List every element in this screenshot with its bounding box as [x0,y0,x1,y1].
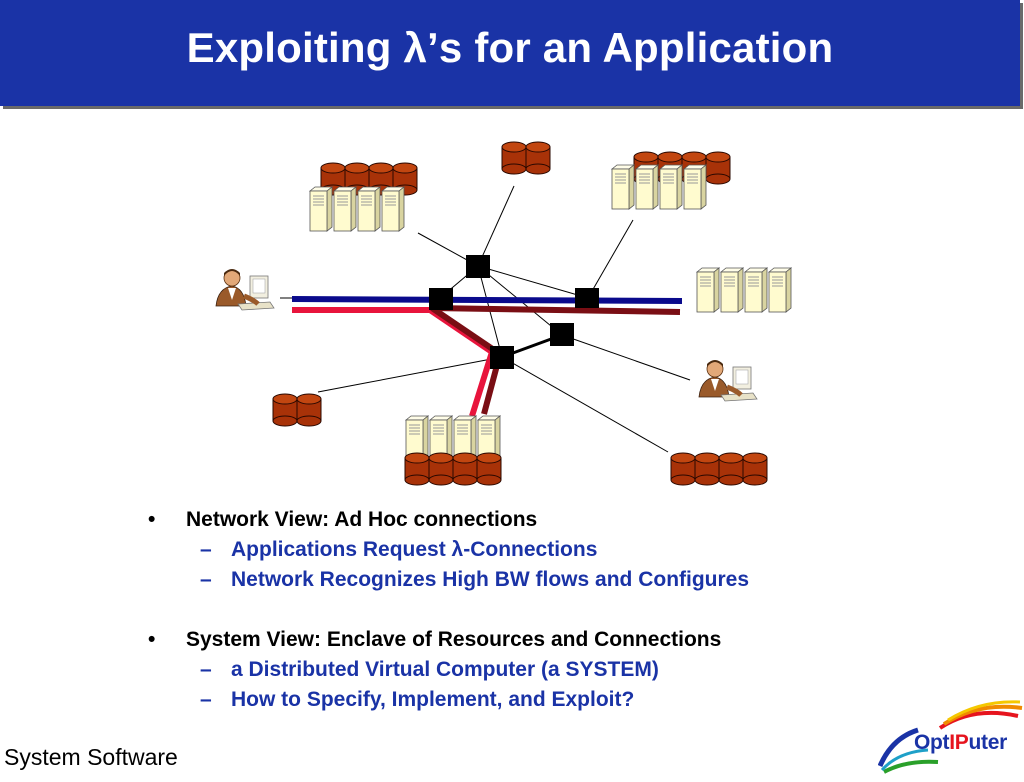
logo-text-uter: uter [968,731,1008,754]
sub-bullet-text: Network Recognizes High BW flows and Con… [231,568,750,591]
network-switch-icon [466,255,490,278]
storage-cylinder-icon [705,151,731,185]
storage-cylinder-icon [404,452,430,486]
bullet-text: System View: Enclave of Resources and Co… [186,628,722,651]
sub-bullet-text: Applications Request λ-Connections [231,538,598,561]
dash-marker: – [200,658,212,681]
sub-bullet-text: How to Specify, Implement, and Exploit? [231,688,635,711]
storage-cluster-bottom-left [272,393,322,427]
sub-bullet-item: – Applications Request λ-Connections [148,535,908,565]
server-tower-icon [333,186,357,232]
server-tower-icon [611,164,635,210]
storage-cylinder-icon [670,452,696,486]
storage-cylinder-icon [694,452,720,486]
storage-cylinder-icon [501,141,527,175]
server-tower-icon [744,267,768,313]
storage-cylinder-icon [525,141,551,175]
optiputer-logo: OptIPuter [877,700,1024,777]
bullet-text: Network View: Ad Hoc connections [186,508,538,531]
network-switch-icon [490,346,514,369]
server-tower-icon [696,267,720,313]
dash-marker: – [200,538,212,561]
storage-cluster-top-center [501,141,551,175]
bullet-item: • Network View: Ad Hoc connections [148,505,908,535]
sub-bullet-item: – a Distributed Virtual Computer (a SYST… [148,655,908,685]
dash-marker: – [200,688,212,711]
bullet-marker: • [148,508,156,531]
server-tower-icon [381,186,405,232]
storage-cylinder-icon [742,452,768,486]
logo-wordmark: OptIPuter [914,731,1007,755]
server-tower-icon [635,164,659,210]
storage-cylinder-icon [296,393,322,427]
server-tower-icon [659,164,683,210]
user-at-workstation-icon [699,360,757,401]
storage-cylinder-icon [272,393,298,427]
user-at-workstation-icon [216,269,274,310]
sub-bullet-item: – How to Specify, Implement, and Exploit… [148,685,908,715]
sub-bullet-text: a Distributed Virtual Computer (a SYSTEM… [231,658,659,681]
lambda-path-maroon [431,305,681,315]
server-tower-icon [309,186,333,232]
storage-cylinder-icon [476,452,502,486]
server-tower-icon [357,186,381,232]
logo-text-ip: IP [949,731,969,754]
storage-cylinder-icon [452,452,478,486]
network-switch-icon [550,323,574,346]
network-diagram [0,141,792,486]
lambda-path-blue [291,296,683,304]
server-tower-icon [683,164,707,210]
storage-cluster-bottom-right [670,452,768,486]
server-tower-icon [768,267,792,313]
bullet-item: • System View: Enclave of Resources and … [148,625,908,655]
bullet-marker: • [148,628,156,651]
storage-cylinder-icon [718,452,744,486]
storage-cluster-bottom-center [404,452,502,486]
footer-label: System Software [4,744,178,770]
server-tower-icon [720,267,744,313]
network-switch-icon [575,288,599,308]
logo-text-opt: Opt [914,731,950,754]
network-switch-icon [429,288,453,310]
title-bar: Exploiting λ’s for an Application [0,0,1020,106]
server-cluster-right [696,267,792,313]
slide-title: Exploiting λ’s for an Application [186,24,834,71]
dash-marker: – [200,568,212,591]
storage-cylinder-icon [428,452,454,486]
bullet-list: • Network View: Ad Hoc connections – App… [148,505,908,715]
sub-bullet-item: – Network Recognizes High BW flows and C… [148,565,908,595]
logo-swoosh-icon [877,700,1023,774]
